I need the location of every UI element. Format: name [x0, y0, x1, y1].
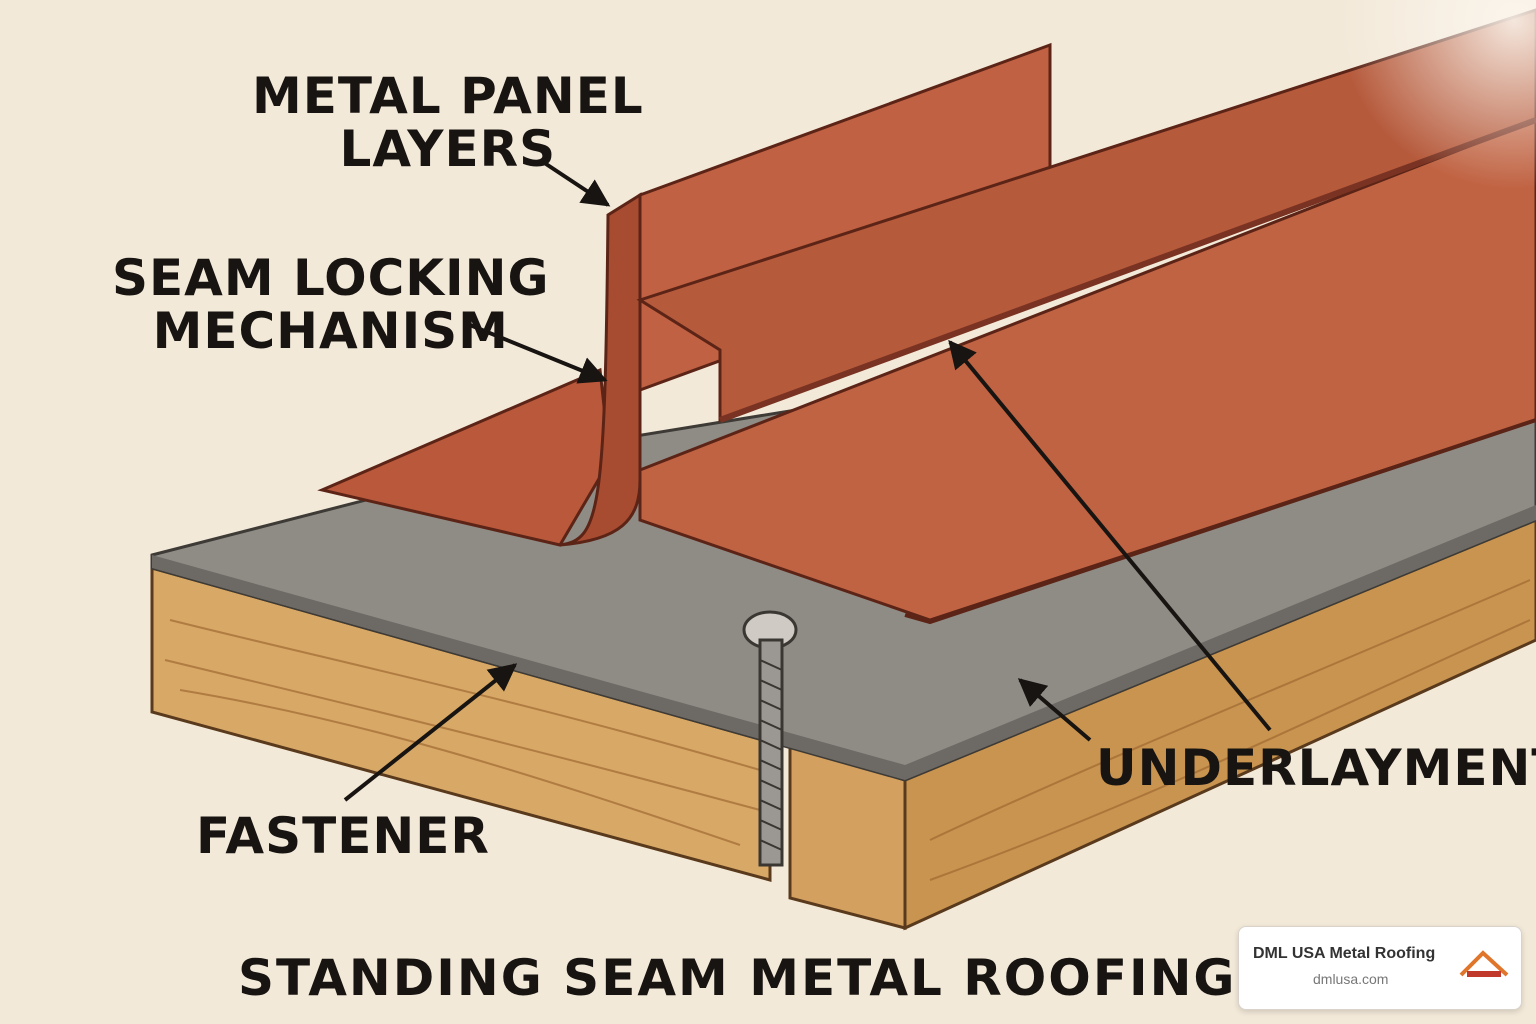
- badge-url: dmlusa.com: [1313, 971, 1389, 987]
- label-fastener: FASTENER: [196, 807, 490, 865]
- arrow-metal-panel: [538, 158, 611, 207]
- brand-badge[interactable]: DML USA Metal Roofing dmlusa.com: [1238, 926, 1522, 1010]
- label-metal-panel-layers: METAL PANEL LAYERS: [252, 70, 644, 175]
- badge-name: DML USA Metal Roofing: [1253, 945, 1436, 962]
- fastener-screw: [742, 610, 798, 867]
- diagram-title: STANDING SEAM METAL ROOFING PANE: [238, 949, 1411, 1007]
- company-logo-icon: [1459, 950, 1509, 977]
- label-underlayment: UNDERLAYMENT: [1096, 739, 1536, 797]
- label-metal-panel-line2: LAYERS: [339, 119, 557, 178]
- label-seam-locking-line1: SEAM LOCKING: [112, 249, 550, 307]
- arrow-seam-locking: [469, 323, 608, 384]
- arrow-underlayment: [1017, 678, 1092, 742]
- label-metal-panel-line1: METAL PANEL: [252, 67, 644, 125]
- wood-deck: [150, 518, 1536, 931]
- label-seam-locking-line2: MECHANISM: [152, 301, 509, 360]
- arrow-fastener: [343, 663, 518, 802]
- label-seam-locking: SEAM LOCKING MECHANISM: [112, 252, 550, 357]
- arrow-underlayment-panel: [948, 339, 1272, 732]
